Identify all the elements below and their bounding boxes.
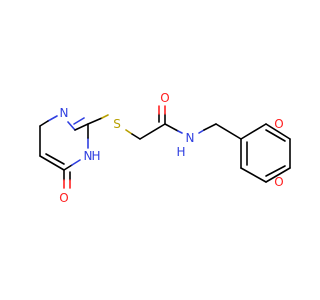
bond-c5-c6-inner [45, 153, 65, 165]
atom-o-pyrimidinone: O [59, 191, 68, 205]
bond-ar4-ar5-inner [265, 165, 286, 177]
bond-ch2-aryl [215, 123, 242, 140]
atom-o-amide-carbonyl: O [160, 91, 169, 105]
atom-h-pyrimidine-nh: H [91, 149, 100, 163]
bond-c2-n-top-inner [73, 117, 85, 125]
bond-ar1-ar2 [240, 123, 267, 140]
bond-n-top-c4 [47, 115, 58, 122]
atom-s-thioether: S [113, 117, 121, 131]
bond-c2-n-top-c [74, 123, 89, 131]
bond-c2-n-top [67, 121, 76, 131]
thioacetamide-linker [87, 105, 242, 140]
bond-c6-nh [71, 159, 81, 166]
atom-n-pyrimidine-nh: N [84, 149, 93, 163]
bond-c2-s-c [87, 117, 103, 125]
bond-n-top-c4-c [39, 120, 49, 127]
atom-o-dioxole-bottom: O [274, 175, 283, 189]
bond-ar2-ar3 [265, 123, 291, 140]
bond-ar4-ar5 [265, 167, 291, 183]
bond-c2-s [101, 114, 109, 119]
bond-ar2-ar3-inner [265, 129, 286, 142]
atom-h-amide: H [176, 145, 185, 159]
bond-co-n [177, 130, 183, 134]
benzodioxole-ring [240, 123, 291, 183]
bond-c6-nh-c [63, 164, 73, 171]
bond-n-ch2 [198, 129, 205, 134]
bond-n-ch2-c [203, 123, 217, 131]
bond-ar5-ar6 [240, 167, 267, 183]
molecule-structure-diagram: O N H S N N H O O O [39, 91, 291, 205]
bond-s-ch2 [125, 129, 133, 135]
bond-c5-c6 [39, 155, 65, 171]
bond-s-ch2-c [131, 133, 141, 140]
pyrimidinone-ring [39, 115, 89, 189]
atom-n-amide: N [186, 131, 195, 145]
atom-n-pyrimidine-top: N [60, 106, 69, 120]
atom-o-dioxole-top: O [274, 117, 283, 131]
bond-ch2-co [139, 123, 166, 140]
bond-co-n-c [164, 123, 179, 132]
